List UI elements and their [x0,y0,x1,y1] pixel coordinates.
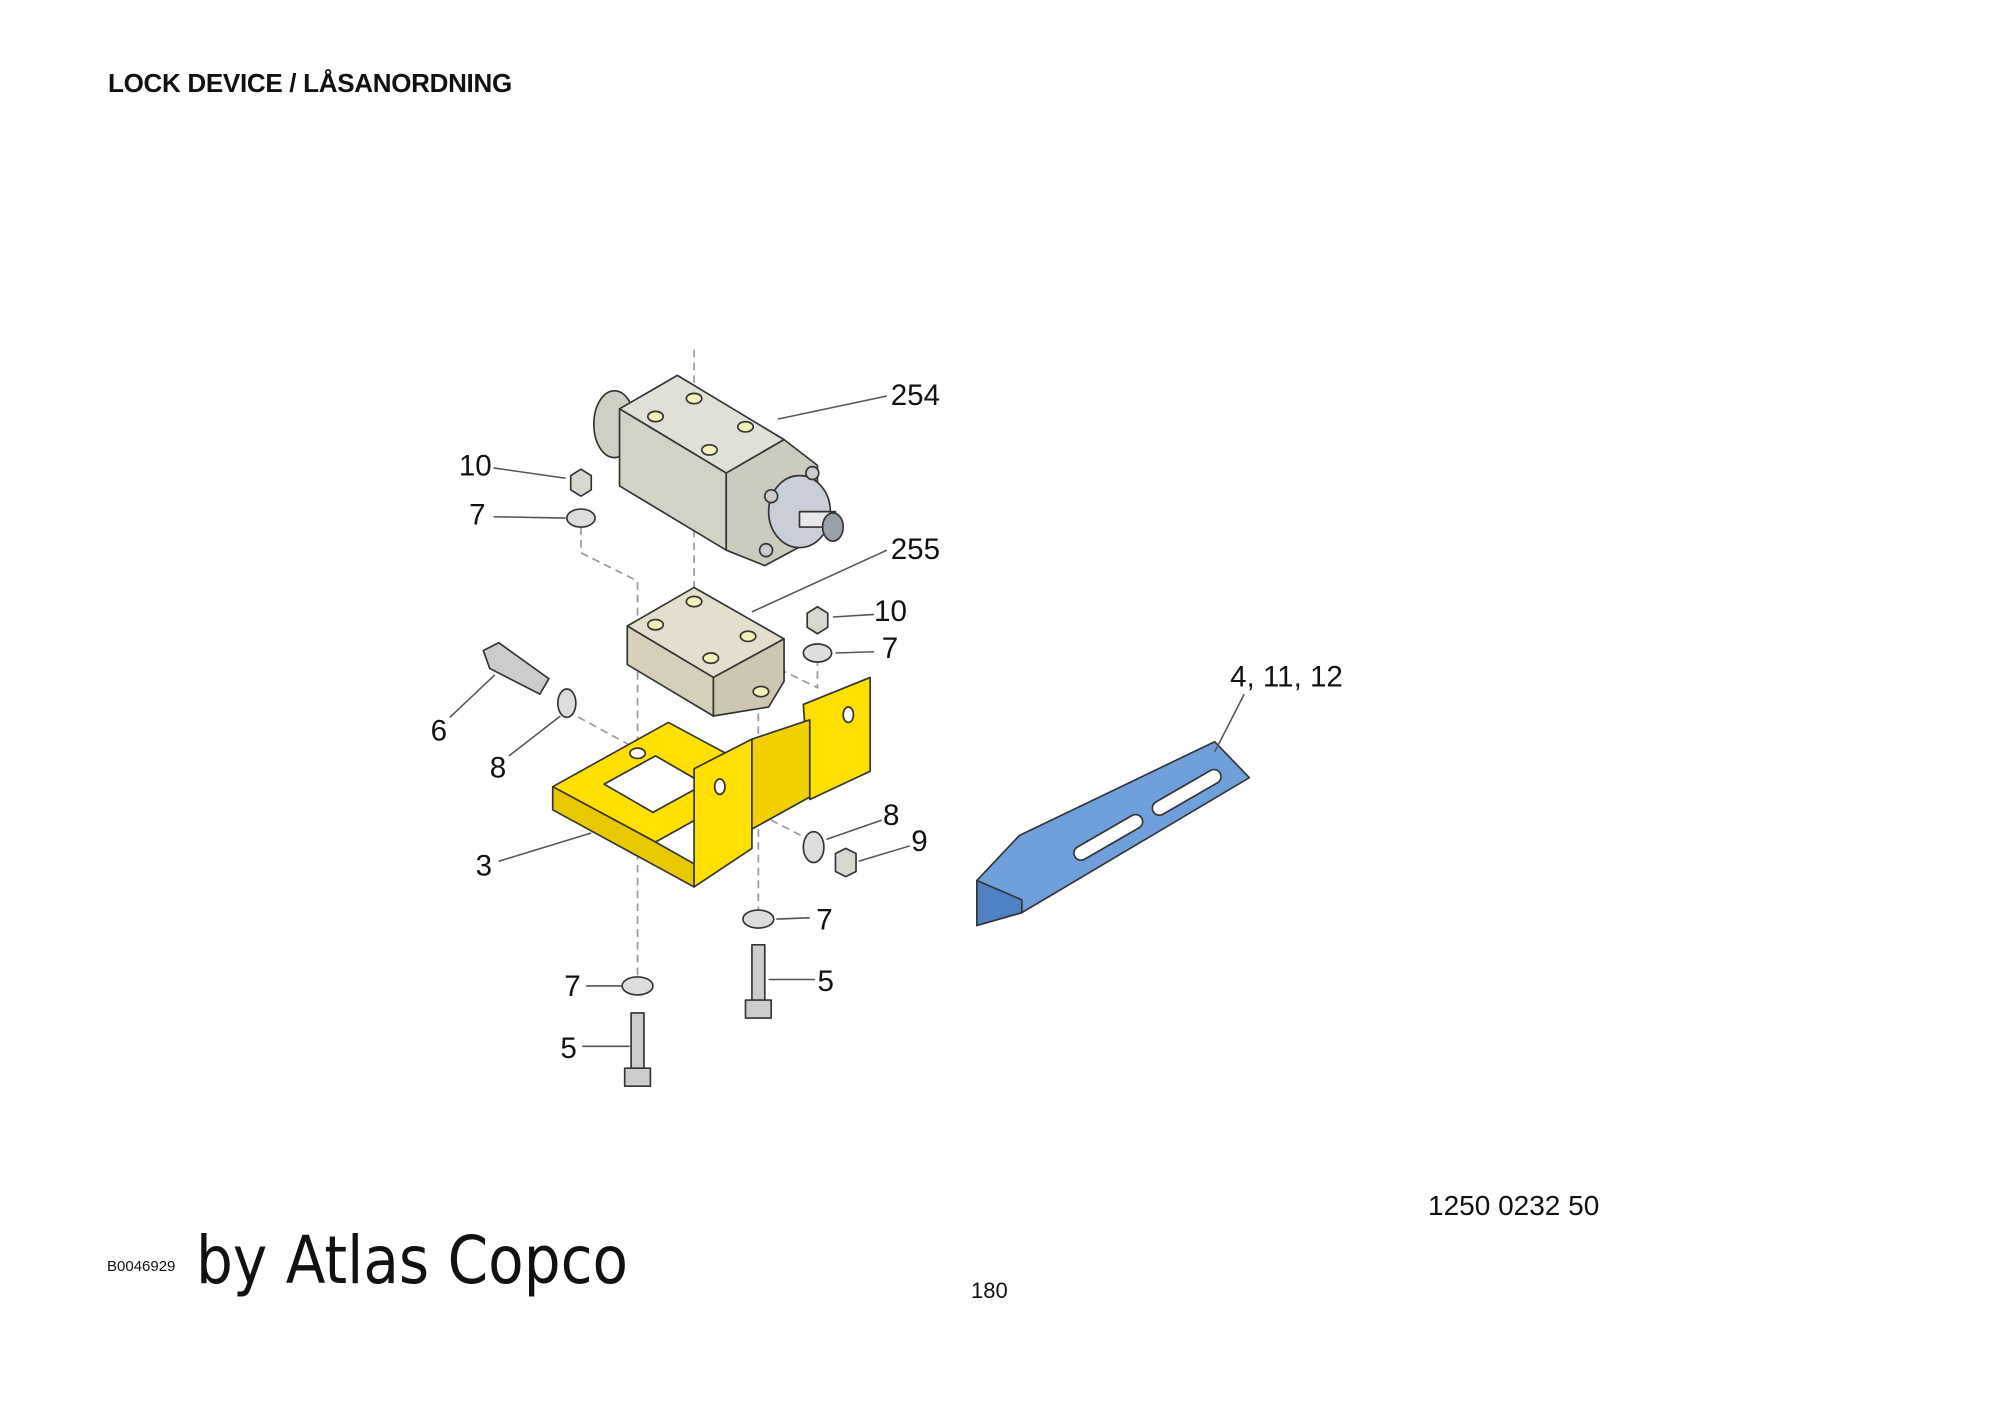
callout-10: 10 [459,450,492,483]
leader-lines [449,395,1245,1048]
washer-icon [557,688,577,719]
callout-7: 7 [469,498,485,531]
washer-icon [742,909,775,929]
callout-9: 9 [911,825,927,858]
valve-plate-255 [626,586,785,717]
callout-5: 5 [817,965,833,998]
callout-7: 7 [564,970,580,1003]
callout-6: 6 [431,714,447,747]
page-number: 180 [971,1278,1008,1303]
bolt-icon [751,943,766,1004]
watermark: by Atlas Copco [196,1222,629,1299]
page-title: LOCK DEVICE / LÅSANORDNING [108,68,512,98]
callout-7: 7 [882,632,898,665]
bolt-icon [482,641,550,695]
callout-8: 8 [883,799,899,832]
bracket-3 [551,676,872,888]
valve-254 [592,374,845,567]
part-number: 1250 0232 50 [1428,1190,1600,1221]
mounting-plate-4-11-12 [976,740,1251,927]
washer-icon [802,830,825,864]
callout-7: 7 [816,903,832,936]
callout-3: 3 [476,849,492,882]
callout-5: 5 [560,1032,576,1065]
bolt-icon [630,1012,645,1072]
image-id: B0046929 [107,1258,176,1275]
washer-icon [802,643,833,663]
fasteners [482,468,857,1088]
callout-4-11-12: 4, 11, 12 [1230,660,1343,693]
washer-icon [566,508,596,528]
washer-icon [621,976,654,996]
callout-254: 254 [891,379,940,412]
nut-icon [569,468,593,498]
nut-icon [834,847,857,878]
callout-10: 10 [874,595,907,628]
callout-8: 8 [490,752,506,785]
nut-icon [806,605,829,635]
callout-255: 255 [891,533,940,566]
